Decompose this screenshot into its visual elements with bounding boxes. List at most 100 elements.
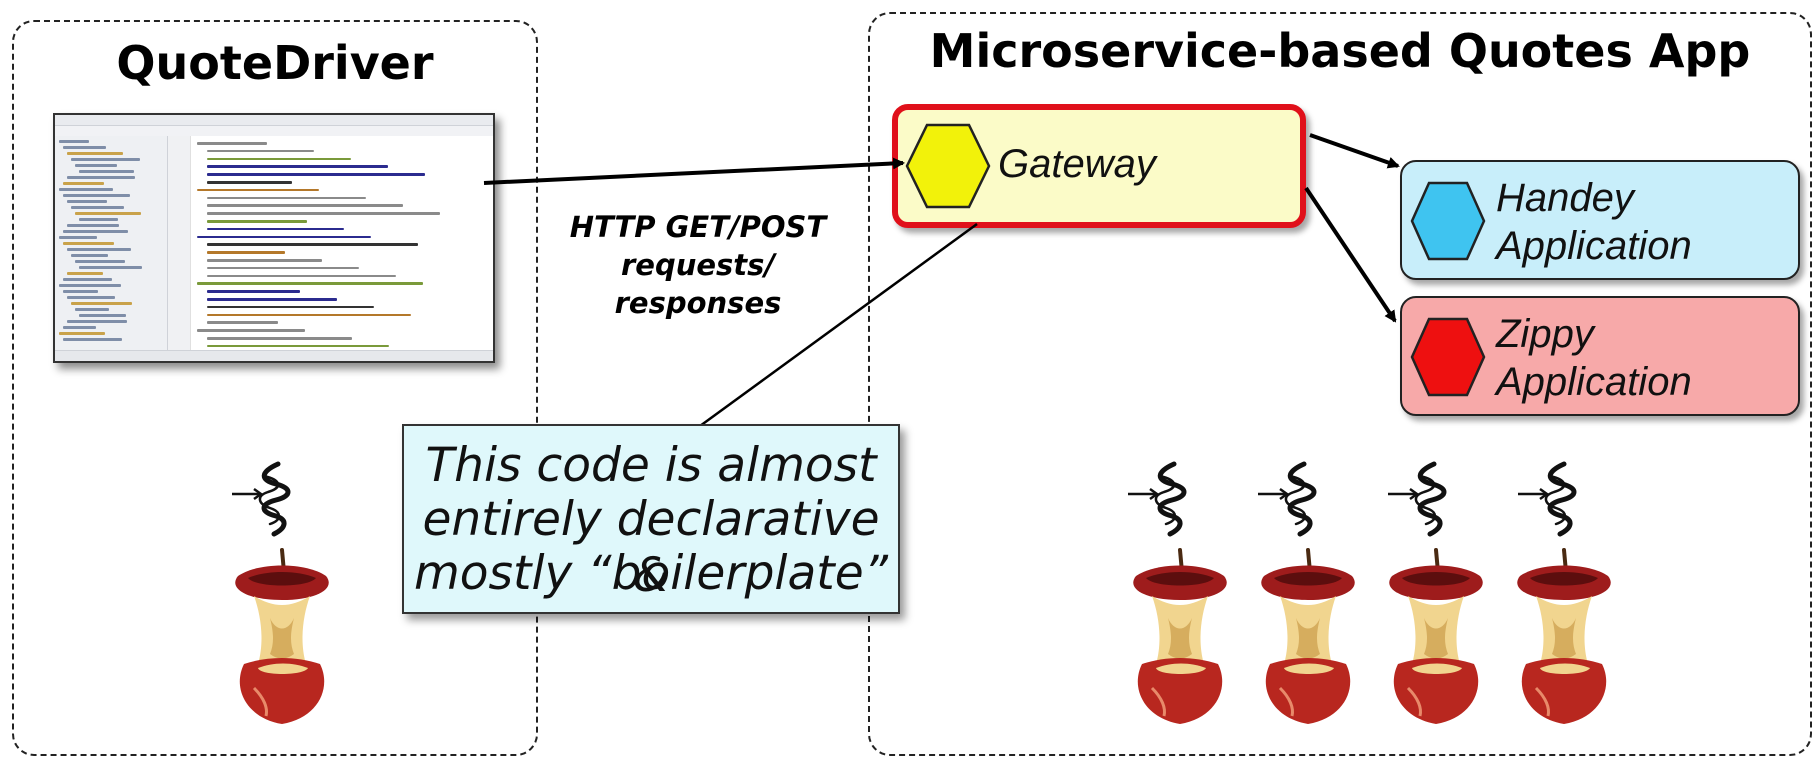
code-line: [207, 313, 411, 317]
tree-row: [63, 326, 96, 329]
code-line: [207, 165, 388, 168]
code-line: [207, 181, 292, 184]
code-line: [207, 321, 278, 324]
code-line: [197, 188, 319, 192]
tree-row: [59, 236, 97, 239]
ide-code-editor: [191, 136, 493, 351]
gateway-to-zippy-arrow: [1304, 186, 1397, 323]
tree-row: [79, 170, 134, 173]
tree-row: [67, 320, 127, 323]
code-line: [207, 337, 352, 340]
thread-icon: [1128, 461, 1187, 537]
tree-row: [63, 278, 112, 281]
callout-line2: entirely declarative &: [422, 492, 880, 603]
handey-label-line1: Handey: [1496, 176, 1634, 220]
gateway-hexagon-icon: [905, 123, 991, 209]
code-line: [207, 157, 351, 161]
tree-row: [63, 290, 98, 293]
code-line: [207, 259, 322, 262]
code-line: [207, 298, 337, 301]
tree-row: [71, 206, 124, 209]
code-line: [197, 329, 305, 332]
handey-label-line2: Application: [1496, 224, 1692, 268]
code-line: [207, 290, 300, 293]
tree-row: [59, 284, 121, 287]
code-line: [207, 274, 396, 278]
code-line: [197, 282, 423, 285]
code-line: [207, 220, 307, 223]
zippy-label-line1: Zippy: [1496, 312, 1594, 356]
tree-row: [75, 212, 141, 215]
code-line: [207, 344, 389, 348]
eaten-apple-core-icon: [1261, 548, 1355, 724]
code-line: [207, 266, 359, 270]
handey-hexagon-icon: [1410, 181, 1486, 261]
tree-row: [63, 242, 114, 245]
tree-row: [63, 338, 122, 341]
callout-pointer: [699, 222, 978, 428]
tree-row: [63, 194, 130, 197]
code-line: [197, 142, 267, 145]
callout-line1: This code is almost: [425, 438, 877, 493]
tree-row: [63, 146, 106, 149]
callout-line3: mostly “boilerplate”: [414, 546, 888, 601]
gateway-to-handey-arrow: [1309, 133, 1400, 169]
ide-screenshot: [53, 113, 495, 363]
ide-status-bar: [55, 350, 493, 361]
tree-row: [63, 182, 104, 185]
tree-row: [67, 296, 115, 299]
zippy-label-line2: Application: [1496, 360, 1692, 404]
http-label: HTTP GET/POST requests/ responses: [548, 208, 848, 322]
http-label-line2: requests/: [620, 248, 776, 282]
tree-row: [67, 224, 119, 227]
quote-driver-panel: [12, 20, 538, 756]
tree-row: [59, 332, 105, 335]
quotes-app-title: Microservice-based Quotes App: [929, 24, 1751, 78]
zippy-hexagon-icon: [1410, 317, 1486, 397]
quote-driver-title: QuoteDriver: [116, 36, 434, 90]
tree-row: [59, 140, 89, 143]
http-label-line1: HTTP GET/POST: [569, 210, 827, 244]
code-line: [207, 251, 285, 254]
driver-to-gateway-arrow: [483, 157, 905, 185]
tree-row: [67, 152, 123, 155]
code-line: [207, 173, 425, 176]
thread-icon: [1518, 461, 1577, 537]
tree-row: [75, 164, 117, 167]
tree-row: [63, 230, 128, 233]
tree-row: [79, 266, 142, 269]
tree-row: [79, 218, 118, 221]
tree-row: [67, 272, 103, 275]
quotes-app-panel: [868, 12, 1812, 756]
gateway-label: Gateway: [998, 142, 1156, 186]
tree-row: [67, 176, 135, 179]
tree-row: [67, 248, 131, 251]
code-line: [207, 212, 440, 215]
tree-row: [71, 254, 108, 257]
code-line: [207, 305, 374, 309]
code-line: [207, 196, 366, 200]
tree-row: [67, 200, 107, 203]
code-line: [207, 243, 418, 246]
tree-row: [71, 302, 132, 305]
tree-row: [79, 314, 126, 317]
declarative-callout: This code is almost entirely declarative…: [402, 424, 900, 614]
ide-project-tree: [55, 136, 168, 351]
tree-row: [75, 260, 125, 263]
ide-line-gutter: [168, 136, 191, 351]
code-line: [207, 149, 314, 153]
ide-menubar: [55, 115, 493, 126]
code-line: [207, 227, 344, 231]
thread-icon: [1388, 461, 1447, 537]
thread-icon: [232, 461, 291, 537]
code-line: [197, 235, 371, 239]
eaten-apple-core-icon: [1517, 548, 1611, 724]
code-line: [207, 204, 403, 207]
http-label-line3: responses: [614, 286, 782, 320]
eaten-apple-core-icon: [1133, 548, 1227, 724]
eaten-apple-core-icon: [1389, 548, 1483, 724]
tree-row: [71, 158, 140, 161]
eaten-apple-core-icon: [235, 548, 329, 724]
tree-row: [59, 188, 113, 191]
